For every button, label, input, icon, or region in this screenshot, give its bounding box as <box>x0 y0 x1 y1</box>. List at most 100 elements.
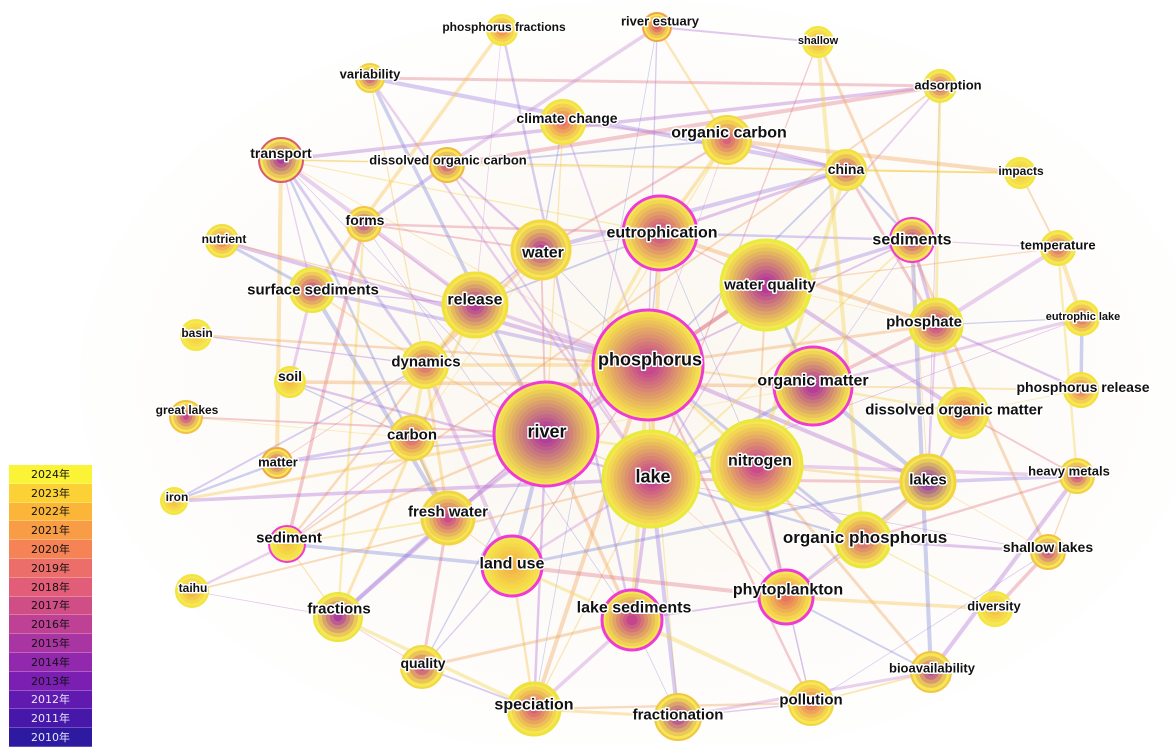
node-ring-eutrophication <box>653 226 667 240</box>
node-nitrogen[interactable] <box>710 418 804 512</box>
node-transport[interactable] <box>258 137 304 183</box>
edge-variability-china <box>367 75 849 173</box>
node-ring-temperature <box>1054 244 1062 252</box>
edge-phosphorus-fractions-lake-sediments <box>500 28 634 622</box>
node-ring-surface-sediments <box>308 286 316 294</box>
node-ring-variability <box>367 75 373 81</box>
node-dissolved-organic-carbon[interactable] <box>429 147 465 183</box>
node-climate-change[interactable] <box>540 99 586 145</box>
node-fresh-water[interactable] <box>420 490 476 546</box>
node-label-lakes: lakes <box>909 471 947 488</box>
edge-great-lakes-river <box>185 416 547 435</box>
edge-river-estuary-dissolved-organic-carbon <box>445 25 659 167</box>
node-phosphorus[interactable] <box>591 308 705 422</box>
node-river[interactable] <box>492 380 600 488</box>
node-shallow[interactable] <box>802 26 834 58</box>
node-pollution[interactable] <box>788 680 834 726</box>
node-eutrophication[interactable] <box>621 194 699 272</box>
node-label-fractions: fractions <box>307 600 370 617</box>
node-fractions[interactable] <box>313 592 363 642</box>
node-label-great-lakes: great lakes <box>156 403 219 417</box>
node-variability[interactable] <box>355 63 385 93</box>
node-surface-sediments[interactable] <box>289 267 335 313</box>
edge-lake-sediments-quality <box>420 618 634 669</box>
node-impacts[interactable] <box>1004 157 1036 189</box>
node-lake[interactable] <box>601 429 701 529</box>
node-matter[interactable] <box>261 447 293 479</box>
node-label-phosphorus: phosphorus <box>598 349 702 369</box>
node-river-estuary[interactable] <box>642 12 672 42</box>
edge-climate-change-organic-carbon <box>561 120 729 142</box>
edge-organic-carbon-water <box>539 138 729 252</box>
node-phytoplankton[interactable] <box>757 568 815 626</box>
node-release[interactable] <box>441 271 509 339</box>
legend-year-4: 2020年 <box>9 540 92 559</box>
node-organic-phosphorus[interactable] <box>834 511 892 569</box>
node-iron[interactable] <box>160 487 188 515</box>
node-ring-pollution <box>807 699 815 707</box>
node-label-heavy-metals: heavy metals <box>1028 464 1110 479</box>
node-soil[interactable] <box>274 366 306 398</box>
node-label-release: release <box>447 292 502 309</box>
edge-phosphorus-fractions-surface-sediments <box>310 28 504 292</box>
node-label-dynamics: dynamics <box>391 353 460 370</box>
edge-china-water <box>538 167 849 253</box>
edge-phosphorus-fractionation <box>647 364 679 718</box>
node-adsorption[interactable] <box>923 69 957 103</box>
edge-forms-sediment <box>285 222 366 546</box>
node-label-sediments: sediments <box>872 232 951 249</box>
node-temperature[interactable] <box>1040 230 1076 266</box>
node-ring-bioavailability <box>927 668 935 676</box>
node-phosphorus-fractions[interactable] <box>486 14 518 46</box>
legend-year-3: 2021年 <box>9 521 92 541</box>
node-sediments[interactable] <box>889 217 935 263</box>
node-organic-matter[interactable] <box>772 345 854 427</box>
node-nutrient[interactable] <box>205 224 239 258</box>
node-phosphate[interactable] <box>908 297 964 353</box>
edge-organic-phosphorus-heavy-metals <box>861 474 1079 542</box>
node-ring-climate-change <box>559 118 567 126</box>
edge-transport-dynamics <box>279 158 427 367</box>
edge-eutrophication-forms <box>362 222 662 235</box>
node-ring-organic-matter <box>805 378 821 394</box>
node-dissolved-organic-matter[interactable] <box>937 387 989 439</box>
node-eutrophic-lake[interactable] <box>1064 300 1100 336</box>
node-label-pollution: pollution <box>779 691 842 708</box>
node-label-eutrophic-lake: eutrophic lake <box>1046 311 1121 323</box>
node-taihu[interactable] <box>175 574 209 608</box>
edge-eutrophication-transport <box>280 159 661 234</box>
node-heavy-metals[interactable] <box>1059 458 1095 494</box>
node-ring-quality <box>418 663 426 671</box>
legend-year-1: 2023年 <box>9 483 92 503</box>
node-bioavailability[interactable] <box>910 651 952 693</box>
node-land-use[interactable] <box>480 534 544 598</box>
node-sediment[interactable] <box>268 525 306 563</box>
node-ring-phosphorus-fractions <box>499 27 505 33</box>
node-label-organic-phosphorus: organic phosphorus <box>783 528 947 547</box>
node-water-quality[interactable] <box>719 238 813 332</box>
edge-carbon-sediment <box>286 437 413 545</box>
edge-lake-sediments-pollution <box>629 617 814 706</box>
edge-variability-dynamics <box>369 77 426 366</box>
node-water[interactable] <box>510 219 572 281</box>
node-great-lakes[interactable] <box>169 400 203 434</box>
edge-heavy-metals-bioavailability <box>928 473 1080 675</box>
node-diversity[interactable] <box>977 591 1013 627</box>
node-quality[interactable] <box>400 645 444 689</box>
node-forms[interactable] <box>346 206 382 242</box>
node-shallow-lakes[interactable] <box>1030 534 1066 570</box>
node-lakes[interactable] <box>899 453 957 511</box>
node-lake-sediments[interactable] <box>600 588 664 652</box>
node-basin[interactable] <box>180 319 212 351</box>
node-china[interactable] <box>825 149 867 191</box>
node-dynamics[interactable] <box>401 341 449 389</box>
node-organic-carbon[interactable] <box>702 115 752 165</box>
node-speciation[interactable] <box>506 681 562 737</box>
node-ring-adsorption <box>937 83 943 89</box>
node-fractionation[interactable] <box>654 693 702 741</box>
node-phosphorus-release[interactable] <box>1063 372 1099 408</box>
edge-adsorption-phosphate <box>934 84 942 327</box>
edge-water-carbon <box>411 249 542 439</box>
node-carbon[interactable] <box>389 415 435 461</box>
